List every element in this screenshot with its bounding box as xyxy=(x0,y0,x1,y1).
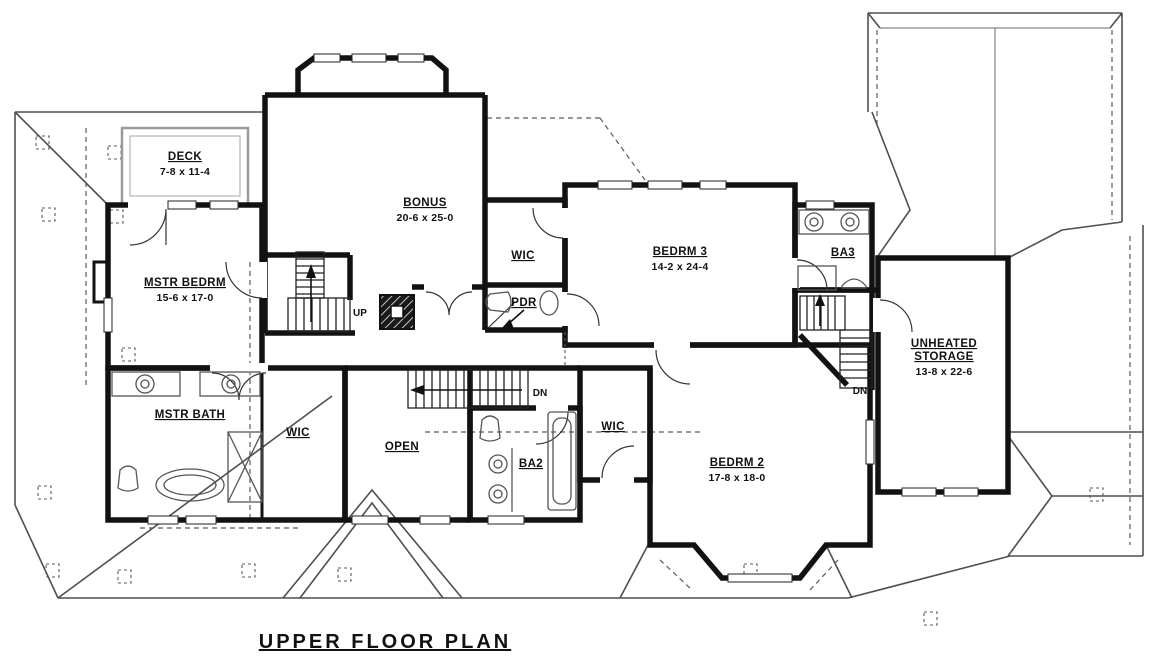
deck-dims: 7-8 x 11-4 xyxy=(160,166,210,178)
deck-label: DECK xyxy=(168,151,202,163)
bedrm2-dims: 17-8 x 18-0 xyxy=(708,472,765,484)
ba3-fixtures xyxy=(797,209,870,291)
chase-hatch xyxy=(379,294,415,330)
ba2-label: BA2 xyxy=(519,458,543,470)
stair-labels: UP DN DN xyxy=(353,308,867,399)
open-label: OPEN xyxy=(385,441,419,453)
bedrm3-dims: 14-2 x 24-4 xyxy=(651,261,708,273)
stairs-dn-main xyxy=(407,369,529,409)
wic-master-label: WIC xyxy=(286,427,310,439)
mstr-bdrm-label: MSTR BEDRM xyxy=(144,277,226,289)
mstr-bath-fixtures xyxy=(111,371,263,503)
roof-outline xyxy=(14,12,1144,599)
bedrm2-label: BEDRM 2 xyxy=(710,457,765,469)
storage-label-1: UNHEATED xyxy=(911,338,977,350)
up-label: UP xyxy=(353,308,367,319)
ba2-fixtures xyxy=(479,411,577,512)
wic-upper-label: WIC xyxy=(511,250,535,262)
bedrm3-label: BEDRM 3 xyxy=(653,246,708,258)
bonus-label: BONUS xyxy=(403,197,447,209)
stairs-up xyxy=(287,251,351,333)
bonus-dims: 20-6 x 25-0 xyxy=(396,212,453,224)
wic-bedrm2-label: WIC xyxy=(601,421,625,433)
ba3-label: BA3 xyxy=(831,247,855,259)
storage-dims: 13-8 x 22-6 xyxy=(915,366,972,378)
dn-main-label: DN xyxy=(533,388,547,399)
mstr-bath-label: MSTR BATH xyxy=(155,409,225,421)
stairs-dn-rear xyxy=(799,294,873,389)
storage-label-2: STORAGE xyxy=(914,351,973,363)
pdr-label: PDR xyxy=(511,297,537,309)
mstr-bdrm-dims: 15-6 x 17-0 xyxy=(156,292,213,304)
pdr-fixtures xyxy=(485,290,559,329)
dn-rear-label: DN xyxy=(853,386,867,397)
room-labels: DECK 7-8 x 11-4 MSTR BEDRM 15-6 x 17-0 B… xyxy=(144,151,977,484)
windows xyxy=(103,53,979,583)
plan-title: UPPER FLOOR PLAN xyxy=(259,631,511,653)
